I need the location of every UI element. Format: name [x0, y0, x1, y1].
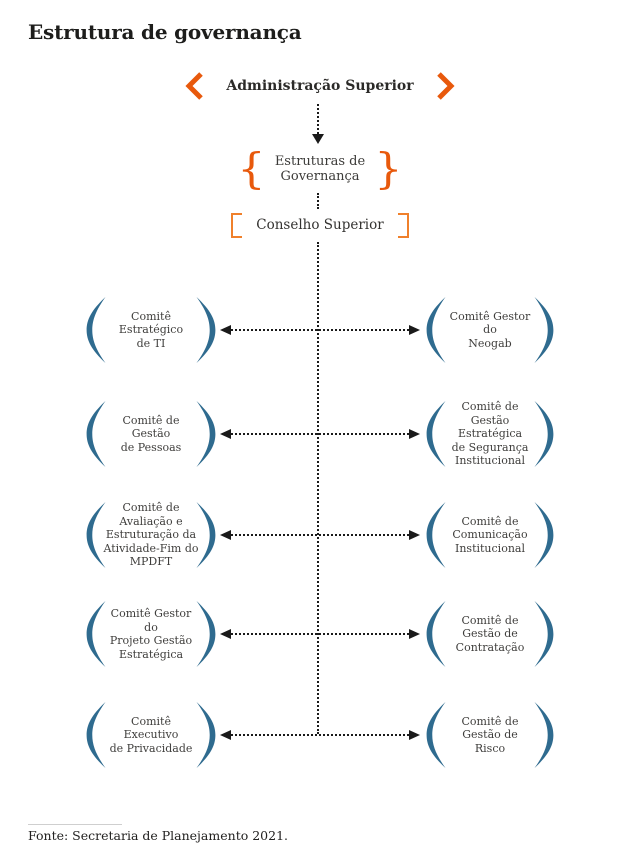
- arrowhead-left-icon: [220, 629, 231, 639]
- paren-left-icon: [86, 600, 106, 668]
- committee-label: Comitê Gestor do Projeto Gestão Estratég…: [109, 607, 193, 661]
- committee-label: Comitê de Comunicação Institucional: [452, 514, 528, 555]
- committee-row: Comitê Estratégico de TI Comitê Gestor d…: [0, 294, 640, 366]
- committee-row: Comitê Executivo de Privacidade Comitê d…: [0, 699, 640, 771]
- paren-right-icon: [196, 400, 216, 468]
- committee-row: Comitê Gestor do Projeto Gestão Estratég…: [0, 598, 640, 670]
- paren-right-icon: [534, 400, 554, 468]
- node-estruturas-de-governanca: { Estruturas de Governança }: [0, 148, 640, 190]
- dotted-line: [231, 633, 409, 635]
- committee-right: Comitê de Gestão de Risco: [424, 701, 556, 769]
- vertical-dotted-connector: [317, 104, 321, 134]
- paren-left-icon: [86, 400, 106, 468]
- committee-label: Comitê Executivo de Privacidade: [109, 714, 193, 755]
- central-vertical-connector: [317, 242, 321, 734]
- paren-left-icon: [426, 501, 446, 569]
- committee-right: Comitê de Comunicação Institucional: [424, 501, 556, 569]
- paren-right-icon: [534, 701, 554, 769]
- bidirectional-connector: [220, 428, 420, 440]
- node-conselho-superior: Conselho Superior: [0, 211, 640, 239]
- committee-left: Comitê Estratégico de TI: [84, 296, 218, 364]
- arrowhead-right-icon: [409, 730, 420, 740]
- arrowhead-right-icon: [409, 325, 420, 335]
- node-label: Administração Superior: [226, 78, 414, 94]
- node-administracao-superior: Administração Superior: [0, 70, 640, 102]
- paren-right-icon: [534, 296, 554, 364]
- paren-right-icon: [196, 600, 216, 668]
- brace-right-icon: }: [374, 144, 403, 193]
- node-label: Conselho Superior: [256, 217, 384, 233]
- arrowhead-right-icon: [409, 429, 420, 439]
- committee-label: Comitê Estratégico de TI: [118, 309, 184, 350]
- bidirectional-connector: [220, 324, 420, 336]
- committee-label: Comitê de Gestão de Risco: [461, 714, 519, 755]
- brace-left-icon: {: [237, 144, 266, 193]
- arrowhead-left-icon: [220, 429, 231, 439]
- arrowhead-right-icon: [409, 629, 420, 639]
- paren-left-icon: [426, 600, 446, 668]
- committee-label: Comitê de Gestão de Pessoas: [120, 413, 182, 454]
- committee-left: Comitê Gestor do Projeto Gestão Estratég…: [84, 600, 218, 668]
- committee-left: Comitê Executivo de Privacidade: [84, 701, 218, 769]
- dotted-line: [231, 734, 409, 736]
- bidirectional-connector: [220, 729, 420, 741]
- page-title: Estrutura de governança: [28, 20, 302, 44]
- paren-right-icon: [196, 296, 216, 364]
- arrowhead-right-icon: [409, 530, 420, 540]
- dotted-line: [231, 534, 409, 536]
- bracket-left-icon: [231, 212, 243, 238]
- paren-right-icon: [534, 501, 554, 569]
- committee-right: Comitê Gestor do Neogab: [424, 296, 556, 364]
- arrowhead-left-icon: [220, 325, 231, 335]
- committee-row: Comitê de Gestão de Pessoas Comitê de Ge…: [0, 398, 640, 470]
- dotted-line: [231, 329, 409, 331]
- paren-right-icon: [196, 501, 216, 569]
- arrowhead-left-icon: [220, 730, 231, 740]
- paren-left-icon: [86, 701, 106, 769]
- committee-label: Comitê de Gestão Estratégica de Seguranç…: [451, 400, 529, 468]
- footer-divider: [28, 824, 122, 825]
- committee-label: Comitê de Gestão de Contratação: [455, 613, 525, 654]
- paren-right-icon: [534, 600, 554, 668]
- committee-right: Comitê de Gestão Estratégica de Seguranç…: [424, 400, 556, 468]
- committee-label: Comitê Gestor do Neogab: [449, 309, 531, 350]
- committee-left: Comitê de Gestão de Pessoas: [84, 400, 218, 468]
- chevron-right-icon: [436, 72, 455, 100]
- paren-left-icon: [426, 701, 446, 769]
- arrowhead-left-icon: [220, 530, 231, 540]
- bracket-right-icon: [397, 212, 409, 238]
- paren-left-icon: [426, 296, 446, 364]
- committee-left: Comitê de Avaliação e Estruturação da At…: [84, 501, 218, 569]
- source-note: Fonte: Secretaria de Planejamento 2021.: [28, 828, 288, 843]
- paren-left-icon: [426, 400, 446, 468]
- paren-right-icon: [196, 701, 216, 769]
- paren-left-icon: [86, 501, 106, 569]
- node-label: Estruturas de Governança: [274, 154, 366, 184]
- bidirectional-connector: [220, 628, 420, 640]
- committee-right: Comitê de Gestão de Contratação: [424, 600, 556, 668]
- dotted-line: [231, 433, 409, 435]
- bidirectional-connector: [220, 529, 420, 541]
- arrow-down-icon: [312, 134, 324, 144]
- vertical-dotted-connector: [317, 193, 321, 209]
- committee-row: Comitê de Avaliação e Estruturação da At…: [0, 499, 640, 571]
- chevron-left-icon: [185, 72, 204, 100]
- committee-label: Comitê de Avaliação e Estruturação da At…: [103, 501, 199, 569]
- paren-left-icon: [86, 296, 106, 364]
